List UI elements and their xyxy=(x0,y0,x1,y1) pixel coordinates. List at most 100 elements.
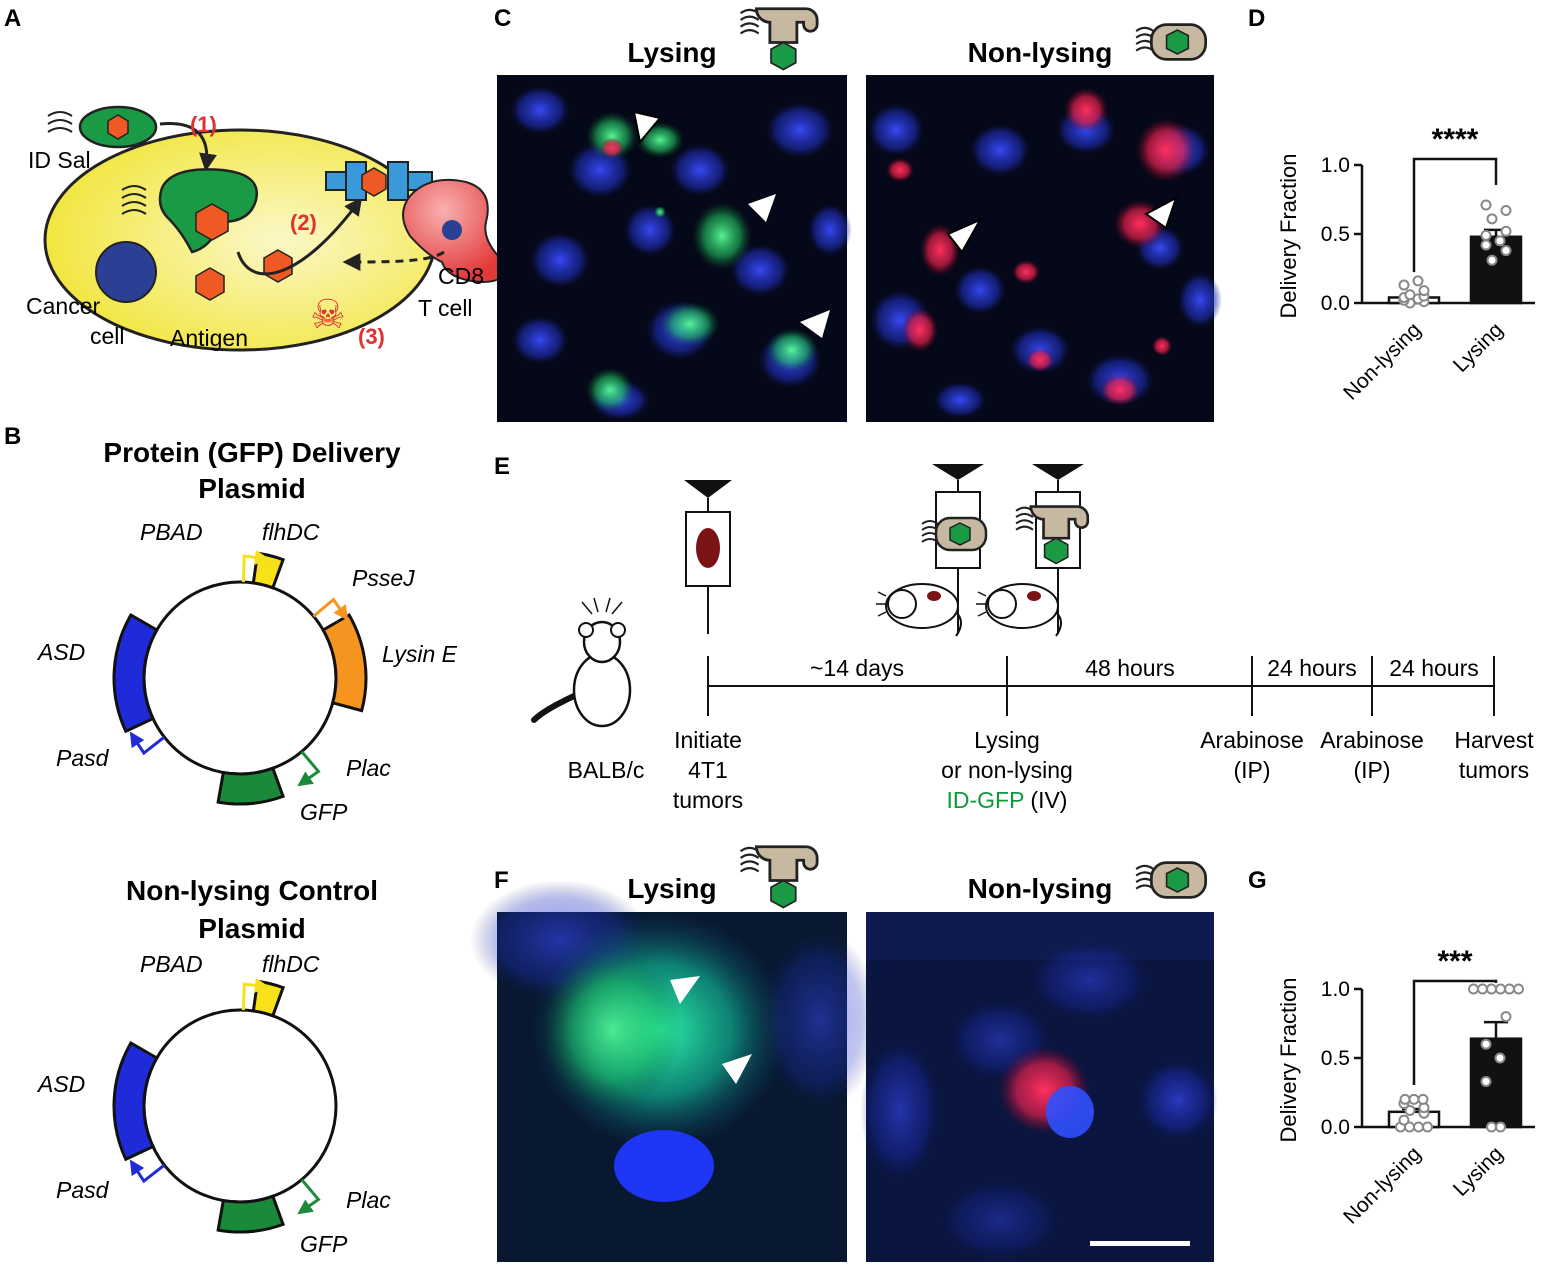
panel-c: C Lysing Non-lysing xyxy=(494,5,1222,422)
lysin-e-label: Lysin E xyxy=(382,641,458,667)
pssej-label: PsseJ xyxy=(352,565,415,591)
x-tick-label: Lysing xyxy=(1449,1142,1508,1201)
panel-c-lysing-title: Lysing xyxy=(627,37,716,68)
nucleus-stain xyxy=(1178,272,1222,328)
cancer-cell-body xyxy=(43,128,437,352)
data-point xyxy=(1480,199,1492,211)
mcherry-stain xyxy=(1136,118,1196,182)
tcell-label: T cell xyxy=(418,295,473,321)
nucleus-stain xyxy=(512,316,568,364)
panel-e: E BALB/c xyxy=(494,453,1534,813)
data-point xyxy=(1495,1121,1506,1133)
arrowhead-marker xyxy=(748,194,776,222)
gfp-gene-block xyxy=(216,766,286,806)
bar xyxy=(1469,235,1523,305)
y-axis-label: Delivery Fraction xyxy=(1276,977,1301,1142)
data-point xyxy=(1500,245,1512,257)
id-gfp-text: ID-GFP xyxy=(947,787,1025,813)
data-point xyxy=(1500,1011,1512,1023)
y-tick-label: 1.0 xyxy=(1321,978,1350,1001)
asd-label-2: ASD xyxy=(36,1071,85,1097)
asd-label: ASD xyxy=(36,639,85,665)
antigen-icon xyxy=(195,267,225,301)
nucleus-stain xyxy=(868,104,924,156)
event-injection-3: ID-GFP (IV) xyxy=(947,787,1068,813)
event-harvest-1: Harvest xyxy=(1454,727,1534,753)
nonlysing-bacterium-icon xyxy=(1134,861,1208,899)
gfp-delivery-plasmid xyxy=(112,549,368,806)
nucleus-stain xyxy=(624,204,676,256)
tumor-mouse-icon xyxy=(976,583,1062,637)
lysing-bacterium-icon xyxy=(739,845,819,909)
event-harvest-2: tumors xyxy=(1459,757,1529,783)
significance-stars: **** xyxy=(1432,123,1479,156)
event-arabinose-1-route: (IP) xyxy=(1233,757,1270,783)
x-tick-label: Lysing xyxy=(1449,318,1508,377)
panel-f: F Lysing Non-lysing xyxy=(470,845,1218,1262)
x-tick-label: Non-lysing xyxy=(1339,1142,1425,1228)
asd-gene-block xyxy=(112,612,159,734)
plasmid2-title-2: Plasmid xyxy=(198,913,305,944)
mcherry-stain xyxy=(1026,348,1054,372)
cd8-label: CD8 xyxy=(438,263,484,289)
asd-gene-block xyxy=(112,1040,159,1162)
lysing-syringe xyxy=(1014,464,1090,634)
panel-label-b: B xyxy=(4,423,21,450)
flhdc-label: flhDC xyxy=(262,519,320,545)
pbad-label: PBAD xyxy=(140,519,203,545)
data-point xyxy=(1398,1114,1410,1126)
panel-f-lysing-title: Lysing xyxy=(627,873,716,904)
micrograph-f-nonlysing xyxy=(860,912,1218,1262)
x-tick-label: Non-lysing xyxy=(1339,318,1425,404)
micrograph-c-lysing xyxy=(497,75,852,422)
significance-stars: *** xyxy=(1437,945,1472,978)
data-point xyxy=(1480,229,1492,241)
panel-a: A (1) ID Sal (2) xyxy=(4,5,506,352)
step1-label: (1) xyxy=(190,112,217,137)
y-axis-label: Delivery Fraction xyxy=(1276,153,1301,318)
iv-text: (IV) xyxy=(1030,787,1067,813)
mouse-strain-label: BALB/c xyxy=(568,757,645,783)
pasd-label-2: Pasd xyxy=(56,1177,110,1203)
lysin-e-gene-block xyxy=(321,612,368,713)
pasd-label: Pasd xyxy=(56,745,110,771)
event-arabinose-2-route: (IP) xyxy=(1353,757,1390,783)
data-point xyxy=(1513,983,1524,995)
data-point xyxy=(1422,1121,1433,1133)
gfp-gene-block xyxy=(216,1194,286,1234)
bar xyxy=(1469,1037,1523,1129)
panel-f-nonlysing-title: Non-lysing xyxy=(968,873,1113,904)
t-cell-nucleus xyxy=(442,220,462,240)
panel-label-e: E xyxy=(494,453,510,480)
event-injection-2: or non-lysing xyxy=(941,757,1073,783)
nonlysing-syringe xyxy=(920,464,988,634)
y-tick-label: 1.0 xyxy=(1321,154,1350,177)
tumor-mouse-icon xyxy=(876,583,962,637)
interval-14-days: ~14 days xyxy=(810,655,904,681)
gfp-label: GFP xyxy=(300,799,348,825)
data-point xyxy=(1504,983,1515,995)
gfp-stain xyxy=(586,112,638,160)
data-point xyxy=(1480,239,1492,251)
panel-b: B Protein (GFP) Delivery Plasmid Non-lys… xyxy=(4,423,458,1257)
micrograph-c-nonlysing xyxy=(866,75,1222,422)
data-point xyxy=(1495,983,1506,995)
data-point xyxy=(1398,279,1410,291)
panel-label-d: D xyxy=(1248,5,1265,32)
data-point xyxy=(1500,205,1512,217)
nucleus-stain xyxy=(970,124,1030,176)
nucleus-stain xyxy=(670,144,730,196)
promoter-arrow xyxy=(297,1178,321,1215)
nonlysing-bacterium-icon xyxy=(1134,23,1208,61)
arrowhead-marker xyxy=(722,1054,752,1084)
y-tick-label: 0.5 xyxy=(1321,223,1350,246)
data-point xyxy=(1494,1052,1506,1064)
cancer-cell-nucleus xyxy=(95,241,157,303)
balbc-mouse-icon xyxy=(531,597,632,728)
nucleus-stain xyxy=(766,102,834,158)
data-point xyxy=(1480,1075,1492,1087)
event-arabinose-1: Arabinose xyxy=(1200,727,1304,753)
